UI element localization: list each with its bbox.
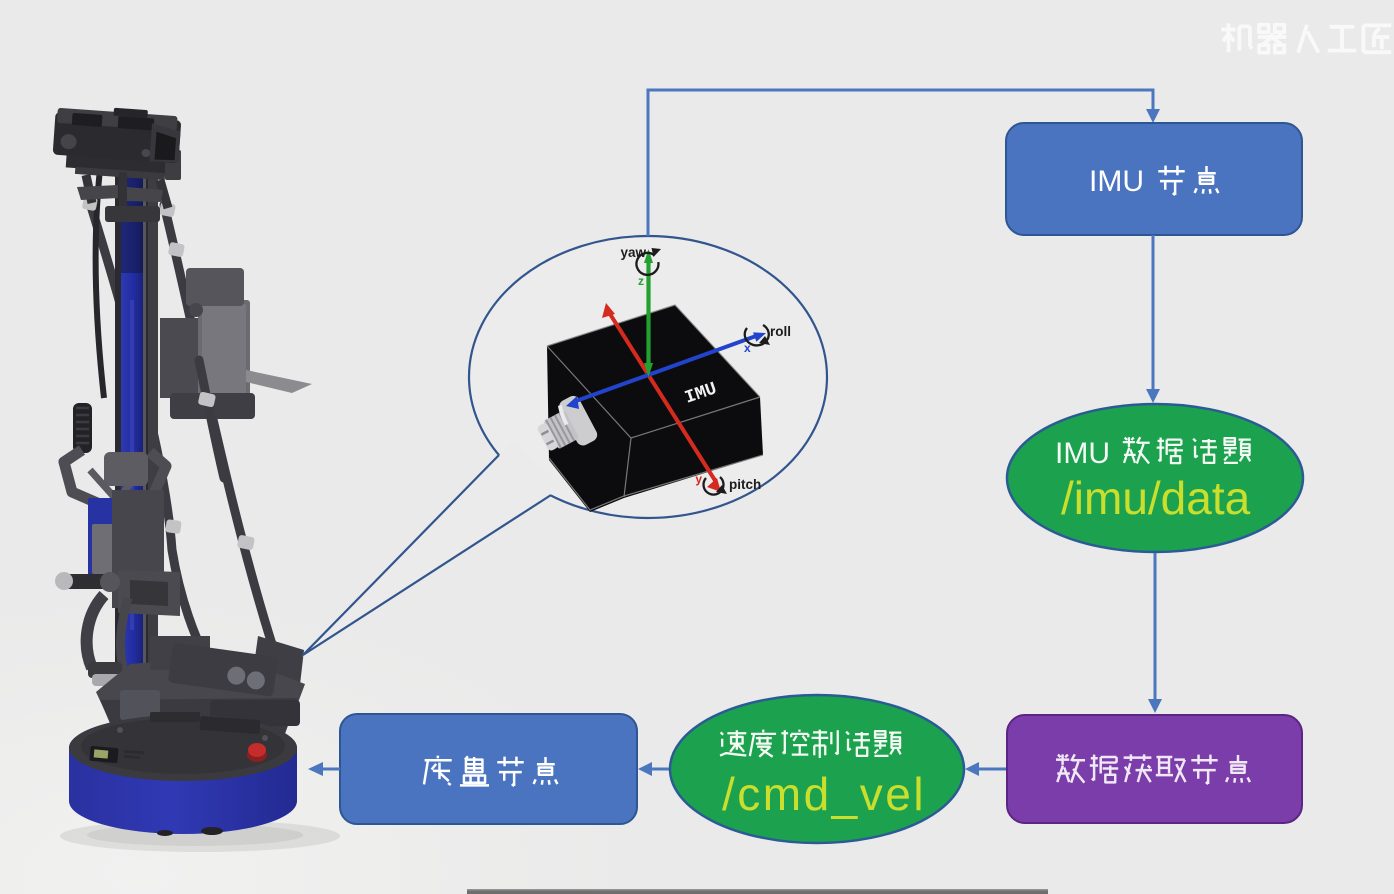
svg-text:IMU: IMU: [1089, 165, 1144, 198]
svg-text:z: z: [638, 274, 644, 288]
svg-text:x: x: [744, 341, 751, 355]
svg-text:yaw: yaw: [620, 245, 646, 260]
svg-text:y: y: [695, 472, 702, 486]
svg-text:/imu/data: /imu/data: [1061, 472, 1251, 524]
svg-text:pitch: pitch: [729, 477, 761, 492]
svg-text:IMU: IMU: [1055, 437, 1110, 470]
svg-text:roll: roll: [770, 324, 791, 339]
svg-text:/cmd_vel: /cmd_vel: [722, 768, 926, 820]
